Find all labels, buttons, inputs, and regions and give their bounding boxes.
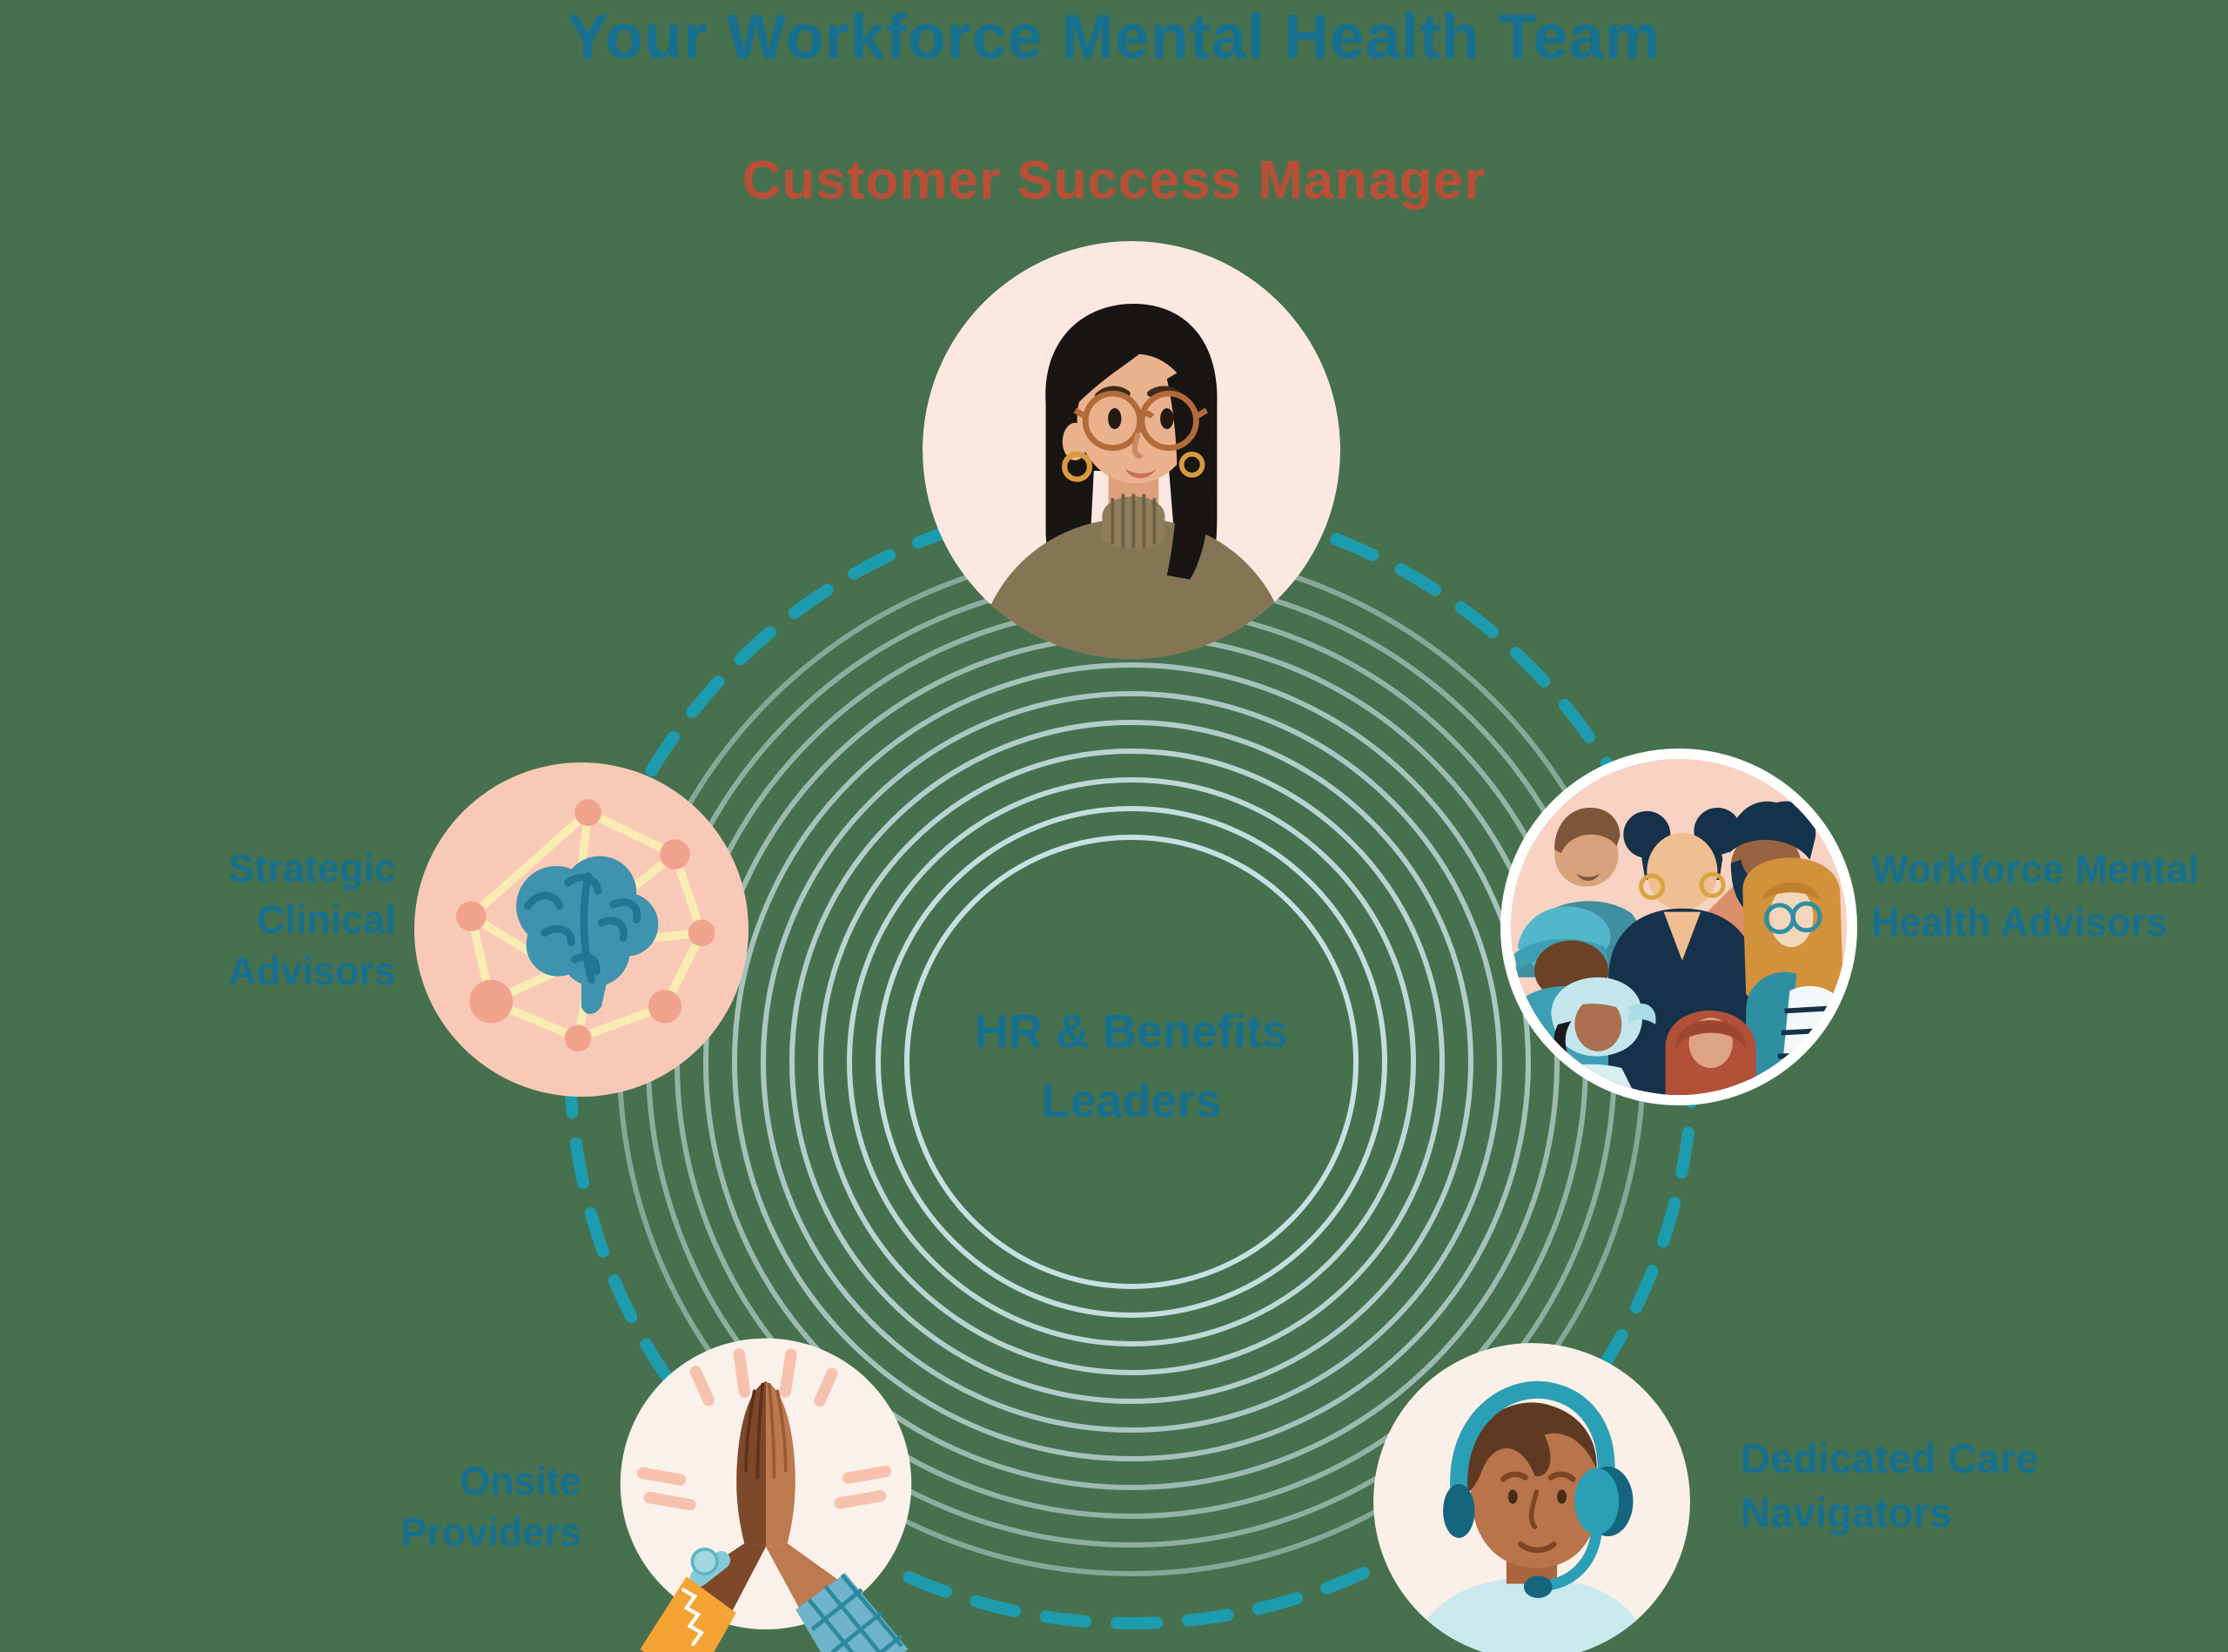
diverse-people-group-icon [1511,759,1847,1095]
label-dedicated-care-navigators: Dedicated Care Navigators [1741,1432,2176,1540]
label-strategic-clinical-advisors: Strategic Clinical Advisors [30,843,396,997]
node-workforce-mental-health-advisors [1500,749,1857,1105]
label-customer-success-manager: Customer Success Manager [742,151,1486,211]
node-strategic-clinical-advisors [414,762,748,1097]
label-hr-benefits-leaders: HR & Benefits Leaders [905,997,1358,1136]
woman-with-glasses-avatar-icon [923,241,1340,659]
page-title: Your Workforce Mental Health Team [567,3,1661,72]
support-agent-headset-icon [1373,1343,1690,1652]
node-customer-success-manager [923,241,1340,659]
label-line: Navigators [1741,1489,1952,1535]
label-line: Providers [400,1510,581,1555]
label-line: Health Advisors [1871,900,2168,944]
node-dedicated-care-navigators [1373,1343,1690,1652]
label-line: Leaders [1041,1075,1222,1127]
brain-network-icon [414,762,748,1097]
label-workforce-mental-health-advisors: Workforce Mental Health Advisors [1871,843,2228,949]
node-onsite-providers [601,1332,931,1652]
label-onsite-providers: Onsite Providers [216,1455,581,1558]
label-line: Strategic [228,846,396,890]
label-line: Dedicated Care [1741,1435,2039,1481]
label-line: Onsite [459,1459,581,1503]
label-line: Workforce Mental [1871,847,2199,891]
label-line: Clinical [256,897,396,942]
label-line: Advisors [228,949,396,993]
label-line: HR & Benefits [974,1005,1289,1058]
high-five-hands-icon [620,1338,912,1652]
